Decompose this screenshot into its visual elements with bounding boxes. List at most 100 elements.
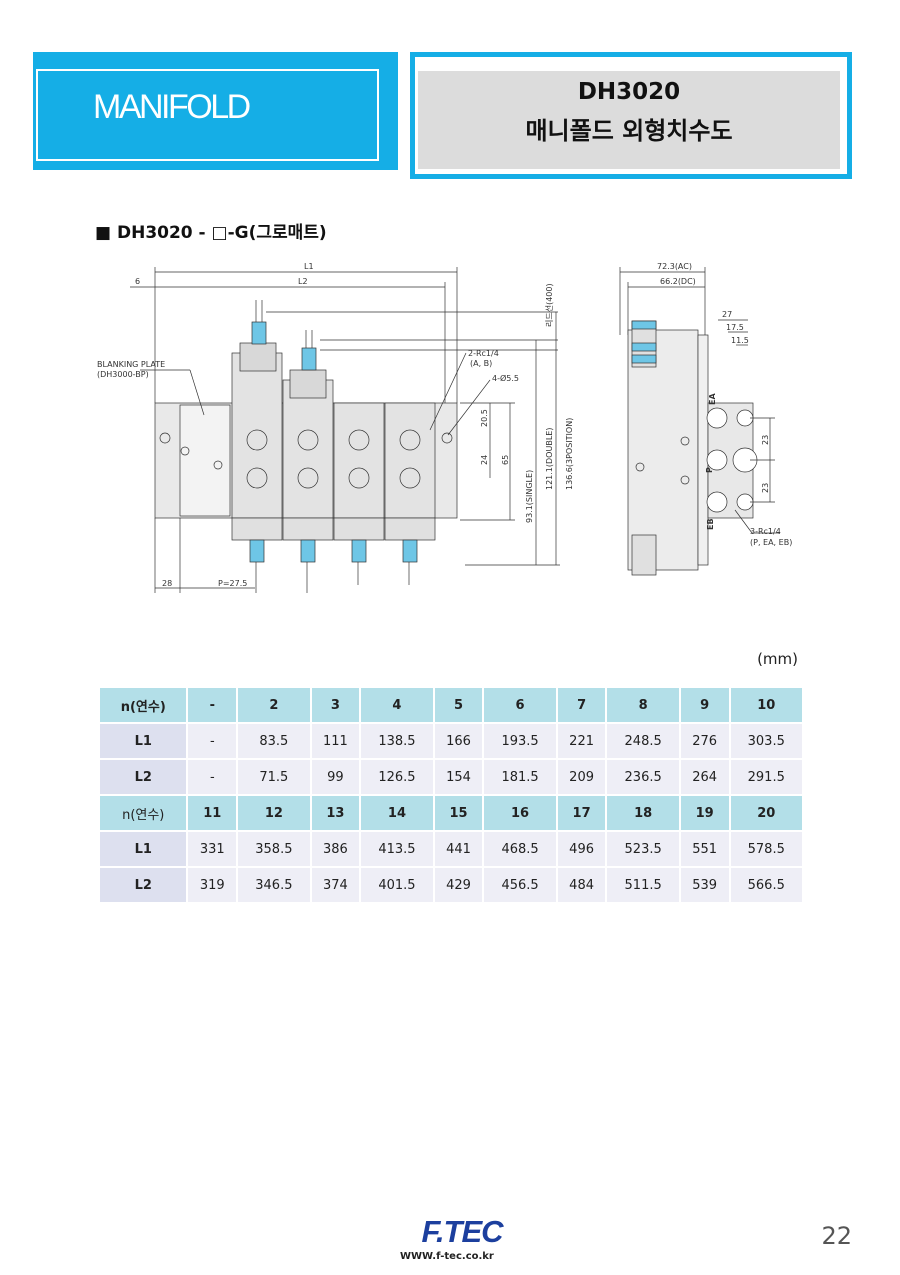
table-cell: L1 [100,832,187,866]
port-p-ea-eb: 3-Rc1/4 [750,527,781,536]
table-header-cell: 17 [557,796,606,830]
dimension-table: n(연수) - 2 3 4 5 6 7 8 9 10 L1 - 83.5 111… [98,686,804,904]
table-cell: 99 [311,760,360,794]
table-header-cell: 3 [311,688,360,722]
port-p-label: P [705,467,714,473]
dim-23-lower: 23 [761,483,770,493]
manifold-dimension-drawing: L1 L2 6 리드선(400) BLANKING PLATE (DH3000-… [97,262,792,593]
table-cell: L1 [100,724,187,758]
table-cell: 429 [434,868,483,902]
table-cell: 346.5 [238,868,310,902]
table-cell: 126.5 [361,760,433,794]
dim-double: 121.1(DOUBLE) [545,428,554,490]
table-cell: 496 [557,832,606,866]
table-cell: 138.5 [361,724,433,758]
table-cell: - [188,724,237,758]
svg-text:F.TEC: F.TEC [421,1214,504,1249]
table-cell: L2 [100,760,187,794]
dim-11-5: 11.5 [731,336,749,345]
table-header-cell: 15 [434,796,483,830]
table-cell: 331 [188,832,237,866]
category-banner-frame [36,69,379,161]
port-ea-label: EA [708,393,717,405]
blanking-plate-part: (DH3000-BP) [97,370,149,379]
port-p-ea-eb-sub: (P, EA, EB) [750,538,792,547]
model-code: DH3020 [577,79,681,105]
table-header-cell: 12 [238,796,310,830]
dim-3position: 136.6(3POSITION) [565,418,574,490]
table-cell: 291.5 [730,760,802,794]
table-header-cell: 11 [188,796,237,830]
blanking-plate-label: BLANKING PLATE [97,360,165,369]
dim-ac: 72.3(AC) [657,262,692,271]
hole-label: 4-Ø5.5 [492,373,519,383]
ftec-logo: F.TEC [421,1214,505,1249]
table-header-cell: 6 [484,688,556,722]
table-cell: 166 [434,724,483,758]
section-title: ■ DH3020 - □-G(그로매트) [95,223,327,243]
dim-17-5: 17.5 [726,323,744,332]
dim-single: 93.1(SINGLE) [525,470,534,523]
table-header-row: n(연수) 11 12 13 14 15 16 17 18 19 20 [100,796,802,830]
table-cell: 221 [557,724,606,758]
dim-l1: L1 [304,262,314,271]
page-number: 22 [821,1222,852,1250]
table-row: L2 319 346.5 374 401.5 429 456.5 484 511… [100,868,802,902]
table-row: L1 - 83.5 111 138.5 166 193.5 221 248.5 … [100,724,802,758]
table-header-cell: 5 [434,688,483,722]
table-cell: 511.5 [607,868,679,902]
table-cell: 236.5 [607,760,679,794]
table-header-cell: 8 [607,688,679,722]
port-ab-sub: (A, B) [470,359,492,368]
table-header-cell: 16 [484,796,556,830]
table-header-cell: 10 [730,688,802,722]
table-cell: - [188,760,237,794]
table-header-cell: 19 [680,796,729,830]
table-cell: 523.5 [607,832,679,866]
table-cell: 276 [680,724,729,758]
table-header-cell: 18 [607,796,679,830]
table-cell: 193.5 [484,724,556,758]
port-ab-label: 2-Rc1/4 [468,349,499,358]
table-cell: 264 [680,760,729,794]
table-cell: 413.5 [361,832,433,866]
table-cell: 401.5 [361,868,433,902]
port-eb-label: EB [706,518,715,530]
table-cell: 578.5 [730,832,802,866]
table-header-cell: 4 [361,688,433,722]
table-row: L2 - 71.5 99 126.5 154 181.5 209 236.5 2… [100,760,802,794]
table-header-row: n(연수) - 2 3 4 5 6 7 8 9 10 [100,688,802,722]
table-cell: 209 [557,760,606,794]
table-cell: 539 [680,868,729,902]
table-header-cell: - [188,688,237,722]
table-cell: 181.5 [484,760,556,794]
dim-pitch: P=27.5 [218,579,247,588]
table-header-cell: 13 [311,796,360,830]
table-cell: 386 [311,832,360,866]
lead-wire-label: 리드선(400) [545,283,554,327]
table-header-cell: n(연수) [100,688,187,722]
dim-65: 65 [501,455,510,465]
model-title-ko: 매니폴드 외형치수도 [525,117,733,145]
dim-27: 27 [722,310,732,319]
category-banner: MANIFOLD [33,52,398,170]
model-banner: DH3020 매니폴드 외형치수도 [410,52,852,179]
table-cell: 319 [188,868,237,902]
unit-label: (mm) [757,650,798,668]
dim-l2: L2 [298,277,308,286]
dim-20-5: 20.5 [480,409,489,427]
table-cell: 374 [311,868,360,902]
table-cell: 441 [434,832,483,866]
table-header-cell: 20 [730,796,802,830]
table-cell: 154 [434,760,483,794]
table-cell: 111 [311,724,360,758]
table-cell: 551 [680,832,729,866]
table-header-cell: 9 [680,688,729,722]
table-cell: 468.5 [484,832,556,866]
dim-6: 6 [135,277,140,286]
dim-28: 28 [162,579,172,588]
dim-dc: 66.2(DC) [660,277,696,286]
table-cell: 71.5 [238,760,310,794]
table-cell: 83.5 [238,724,310,758]
table-cell: 484 [557,868,606,902]
